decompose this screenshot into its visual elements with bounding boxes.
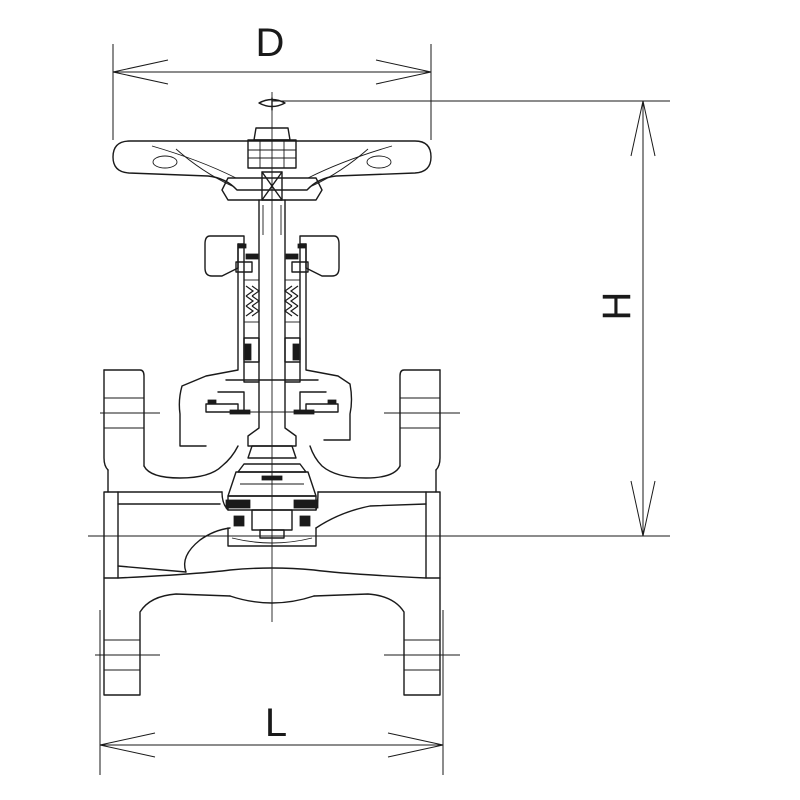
dimension-h: H bbox=[88, 100, 670, 537]
dimension-h-label: H bbox=[595, 292, 639, 321]
dimension-d: D bbox=[112, 21, 432, 140]
bonnet bbox=[178, 235, 353, 447]
bonnet-gaskets bbox=[207, 243, 337, 527]
flange-bolts bbox=[104, 397, 440, 671]
dimension-l: L bbox=[99, 610, 444, 775]
packing-chevrons bbox=[245, 285, 299, 317]
stem bbox=[258, 199, 286, 413]
dimension-l-label: L bbox=[265, 701, 287, 745]
center-lines bbox=[95, 92, 460, 656]
handwheel bbox=[112, 97, 432, 201]
dimension-d-label: D bbox=[256, 21, 285, 65]
valve-body bbox=[103, 369, 441, 696]
disc bbox=[227, 411, 317, 539]
